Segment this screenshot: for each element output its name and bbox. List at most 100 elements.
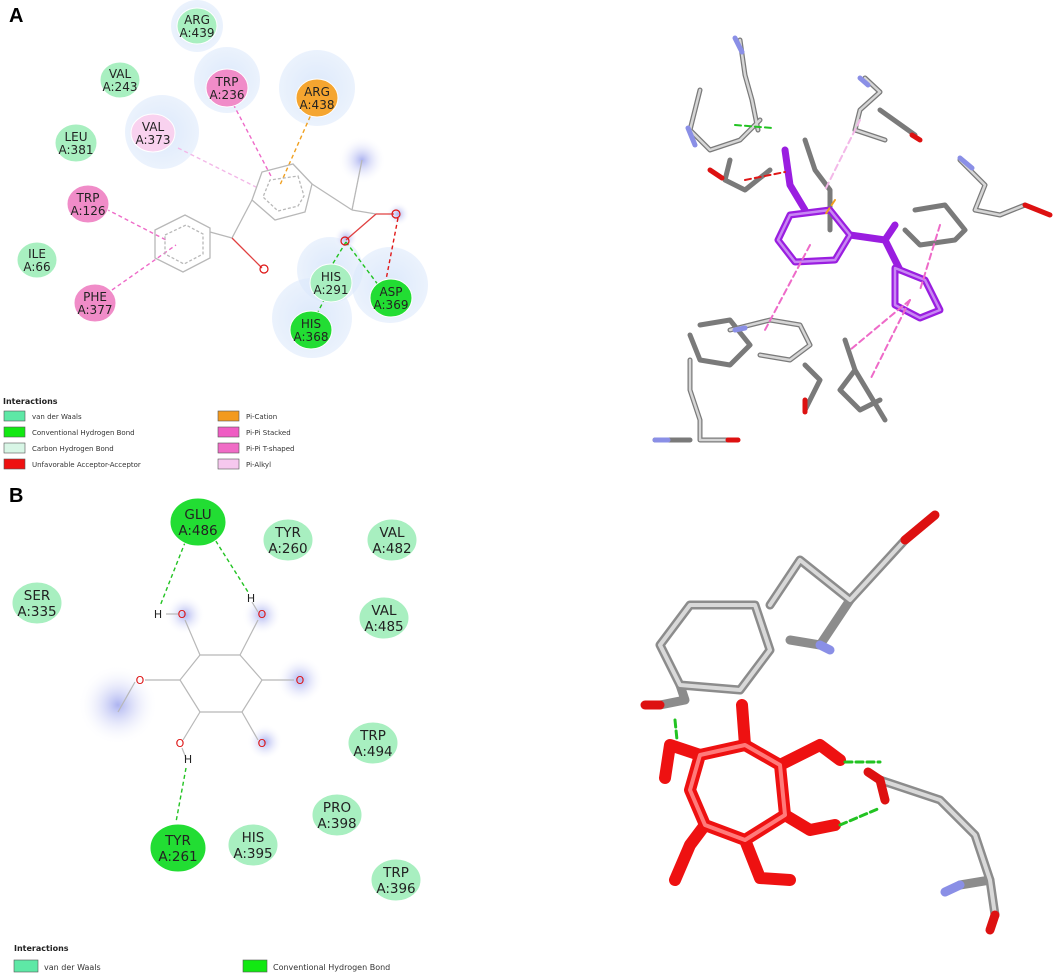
legend-item-carbon-hydrogen-bond: Carbon Hydrogen Bond — [3, 442, 114, 454]
residue-highlights-a — [688, 38, 1027, 442]
ligand-b-o2 — [774, 739, 846, 771]
legend-swatch — [242, 959, 268, 973]
legend-swatch — [3, 442, 26, 454]
ligand-b-o1 — [736, 699, 751, 751]
bond-b-h2 — [251, 601, 259, 613]
bond-ch-cooh — [351, 209, 377, 215]
legend-item-pi-cation: Pi-Cation — [217, 410, 277, 422]
residue-name: GLU — [184, 507, 211, 523]
residue-name: TRP — [215, 75, 239, 89]
legend-swatch — [217, 458, 240, 470]
residue-circle — [149, 823, 207, 873]
pi-stack-trp236 — [229, 97, 273, 179]
residue-circle — [295, 78, 339, 118]
atom-o-acid1 — [391, 209, 401, 219]
residue-name: ILE — [28, 247, 46, 261]
panel-a-letter: A — [9, 5, 23, 27]
legend-swatch — [3, 458, 26, 470]
atom-oxygen-1: O — [178, 608, 187, 621]
bond-b-oh5 — [182, 711, 201, 741]
ring-b — [179, 654, 263, 713]
legend-label: Pi-Pi Stacked — [246, 429, 291, 437]
residue-id: A:439 — [180, 26, 215, 40]
bond-ring-carbonyl — [231, 199, 253, 239]
legend-item-pi-pi-t-shaped: Pi-Pi T-shaped — [217, 442, 295, 454]
legend-item-conventional-hydrogen-bond: Conventional Hydrogen Bond — [242, 959, 390, 973]
residue-name: HIS — [301, 317, 321, 331]
hbond-glu486-h2 — [211, 534, 249, 593]
atom-hydrogen-2: H — [247, 592, 255, 605]
panel-a-ligand — [154, 159, 394, 273]
legend-label: Conventional Hydrogen Bond — [32, 429, 135, 437]
residue-name: TRP — [76, 191, 100, 205]
glow-o2 — [334, 226, 358, 250]
residue-name: ASP — [379, 285, 402, 299]
residue-id: A:369 — [374, 298, 409, 312]
residue-name: PRO — [323, 800, 351, 816]
legend-swatch — [13, 959, 39, 973]
residue-id: A:396 — [376, 881, 415, 897]
hbond-glu486-h1 — [159, 534, 189, 607]
ligand-a-highlight — [776, 208, 942, 320]
residue-circle — [16, 241, 58, 279]
panel-a-atoms — [259, 209, 401, 274]
residue-id: A:261 — [158, 849, 197, 865]
bond-b-oh4 — [241, 711, 259, 741]
legend-swatch — [217, 410, 240, 422]
residue-circle — [369, 278, 413, 318]
atom-oxygen-3: O — [296, 674, 305, 687]
residue-circle — [358, 596, 410, 640]
residue-name: ARG — [304, 85, 330, 99]
residue-id: A:243 — [103, 80, 138, 94]
stick-b-n — [785, 595, 855, 650]
residue-circle — [311, 793, 363, 837]
legend-label: Pi-Pi T-shaped — [246, 445, 295, 453]
hbond-his291 — [331, 241, 347, 266]
legend-label: Pi-Alkyl — [246, 461, 271, 469]
pi-alkyl-val373 — [177, 147, 259, 189]
residue-name: ARG — [184, 13, 210, 27]
pi-stack-phe377 — [111, 244, 177, 291]
stick-phe-bottom — [842, 337, 888, 423]
panel-b-atom-glows — [78, 595, 324, 760]
residue-name: PHE — [83, 290, 107, 304]
residue-name: VAL — [142, 120, 165, 134]
hbond-tyr261-h — [175, 767, 187, 823]
legend-item-pi-pi-stacked: Pi-Pi Stacked — [217, 426, 291, 438]
bond-carbonyl-ring — [209, 231, 233, 239]
residue-name: TRP — [359, 728, 386, 744]
residue-circle — [370, 858, 422, 902]
heteroatom-tips-b — [640, 510, 1000, 935]
hbond-asp369 — [345, 241, 383, 291]
residue-highlights-b — [658, 538, 997, 917]
residue-name: VAL — [379, 525, 405, 541]
legend-item-conventional-hydrogen-bond: Conventional Hydrogen Bond — [3, 426, 135, 438]
ligand-b-o3 — [779, 809, 841, 836]
residue-name: TYR — [274, 525, 301, 541]
residue-circle — [309, 263, 353, 303]
ligand-a-3d — [774, 146, 944, 322]
residue-circle — [73, 283, 117, 323]
lig-carbonyl — [846, 231, 904, 274]
ligand-b-highlight — [688, 743, 787, 842]
residue-id: A:494 — [353, 744, 392, 760]
residue-circle — [66, 184, 110, 224]
residue-id: A:486 — [178, 523, 217, 539]
residue-sticks-a — [652, 37, 1028, 443]
residue-id: A:373 — [136, 133, 171, 147]
residue-circle — [169, 497, 227, 547]
